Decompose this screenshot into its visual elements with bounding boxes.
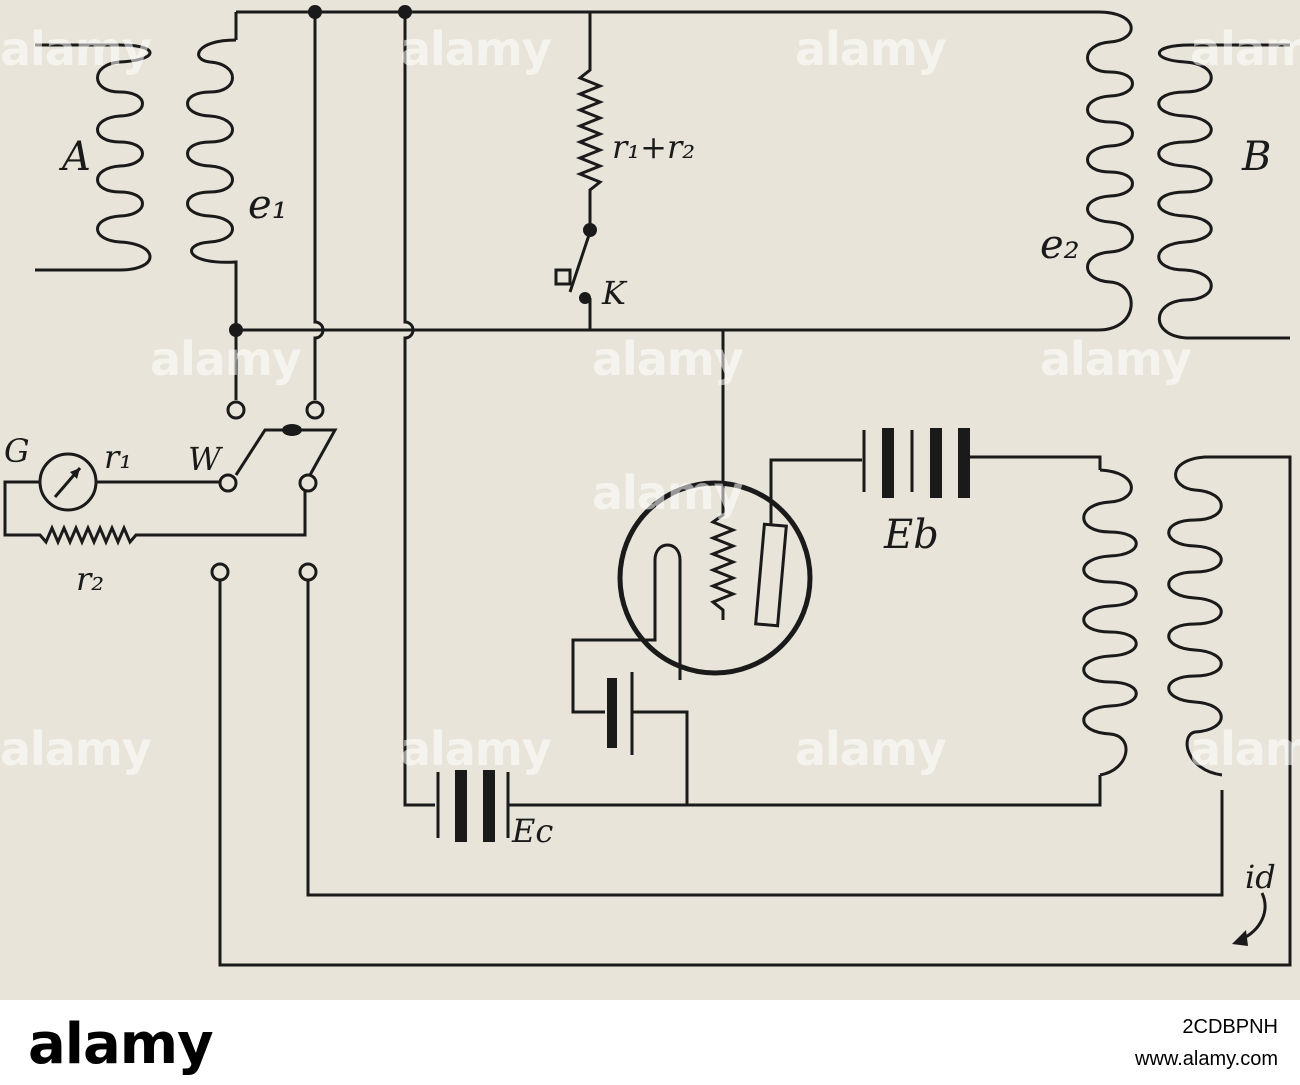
switch-blade [234,428,338,476]
label-a: A [58,134,91,180]
coil-primary [1082,468,1138,777]
wire-to-switch-right [313,12,325,400]
tube-filament [653,543,682,680]
label-g: G [4,432,30,470]
coil-secondary [1167,455,1225,777]
watermark: alamy [400,22,552,76]
resistor-r2 [3,480,307,546]
terminal [218,473,238,493]
tube-grid [708,330,738,620]
ec-plate [455,770,467,842]
ec-lead [508,775,1102,807]
plate-lead [769,458,862,525]
terminal [210,562,230,582]
brand-logo: alamy [28,1012,214,1077]
watermark: alamy [0,722,152,776]
switch-handle [282,424,302,436]
resistor-zigzag [575,12,605,228]
label-ec: Ec [511,812,553,850]
watermark: alamy [150,332,302,386]
watermark: alamy [795,22,947,76]
switch-w [210,400,338,582]
galvanometer-g [3,452,307,546]
watermark: alamy [0,22,152,76]
key-lever [568,231,592,293]
tube-plate [754,522,788,628]
battery-eb [862,428,1102,498]
watermark: alamy [1040,332,1192,386]
junction-dot [583,223,597,237]
transformer-a [35,38,238,330]
filament-battery [607,672,689,805]
battery-lead [632,710,689,805]
resistor-r1-r2 [575,12,605,237]
needle-arrow-icon [70,468,80,479]
coil-e2 [1086,10,1134,332]
watermark: alamy [400,722,552,776]
coil-e1 [186,38,238,330]
label-id: id [1245,858,1276,896]
footer-strip: alamy 2CDBPNH www.alamy.com [0,1000,1300,1085]
filament-lead [571,625,657,714]
tube-envelope [617,480,813,676]
label-e2: e₂ [1040,222,1080,268]
battery-ec [436,770,1102,842]
site-url: www.alamy.com [1135,1048,1278,1070]
label-k: K [601,274,628,312]
image-id: 2CDBPNH [1182,1016,1278,1038]
ec-plate [483,770,495,842]
watermark: alamy [592,466,744,520]
terminal [226,400,246,420]
terminal [298,562,318,582]
output-transformer [1082,455,1225,777]
label-r2: r₂ [76,560,104,598]
terminal [305,400,325,420]
label-w: W [188,440,224,478]
outer-loop [218,455,1292,967]
watermark: alamy [795,722,947,776]
terminal [298,473,318,493]
eb-plate [930,428,942,498]
key-contact [579,292,591,304]
eb-lead [970,455,1102,470]
watermark: alamy [1190,22,1300,76]
vacuum-tube [571,330,862,714]
transformer-b [1086,10,1290,340]
key-knob [554,268,572,286]
wire-to-ec [403,12,435,807]
watermark: alamy [592,332,744,386]
label-e1: e₁ [248,182,288,228]
label-eb: Eb [883,512,939,558]
label-r1: r₁ [104,438,132,476]
arrow-head-icon [1232,930,1248,946]
eb-plate [958,428,970,498]
inner-loop [306,580,1224,897]
coil-a [96,43,152,272]
coil-b [1157,43,1213,340]
watermark: alamy [1190,722,1300,776]
label-r1-r2: r₁+r₂ [612,128,695,166]
key-k [554,231,592,330]
battery-plate [607,678,617,748]
eb-plate [882,428,894,498]
circuit-diagram: A B e₁ e₂ r₁+r₂ K G r₁ W r₂ Eb Ec id [3,5,1292,967]
label-b: B [1241,134,1271,180]
